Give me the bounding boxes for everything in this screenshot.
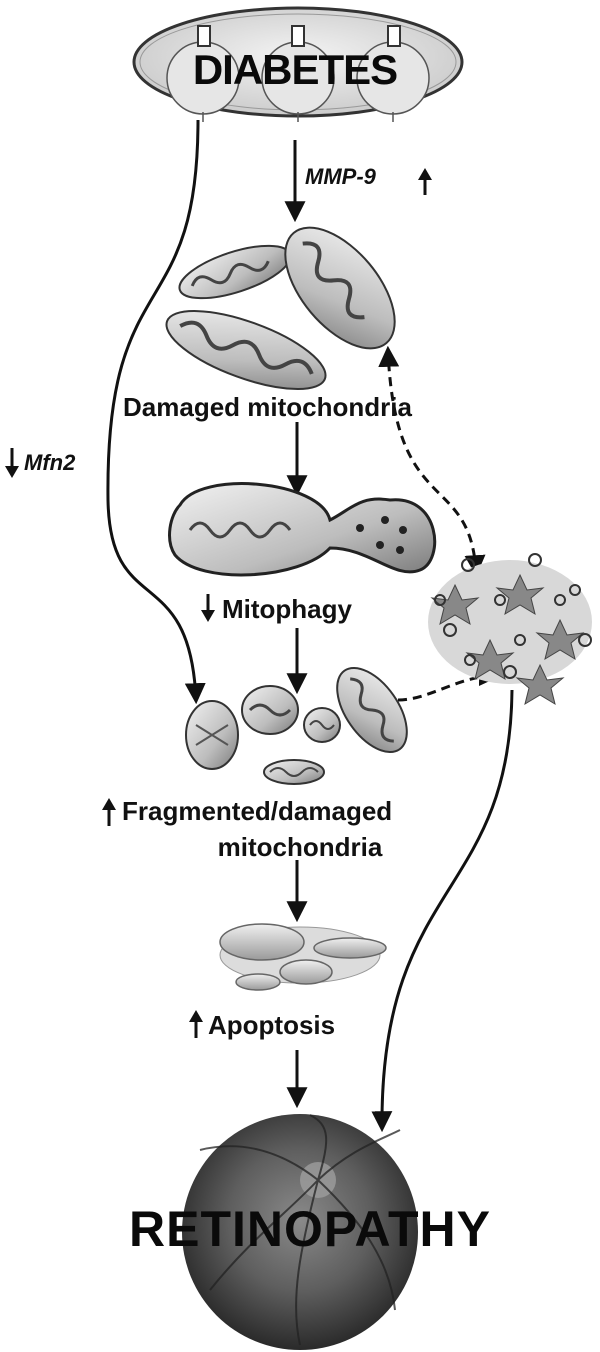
arrow-mfn2-path xyxy=(106,119,206,705)
apoptosis-up-arrow-icon xyxy=(189,1010,203,1038)
retinopathy-title: RETINOPATHY xyxy=(129,1201,491,1257)
mmp9-up-arrow-icon xyxy=(418,168,432,195)
mfn2-down-arrow-icon xyxy=(5,448,19,478)
dashed-arrow-ros-to-damaged xyxy=(378,345,486,577)
autophagosome-icon xyxy=(168,482,437,577)
arrow-ros-to-retinopathy xyxy=(371,689,514,1133)
diabetes-node xyxy=(132,6,464,122)
fragmented-mitochondria-icon xyxy=(185,666,408,785)
apoptotic-cells-icon xyxy=(219,923,387,991)
mitophagy-label: Mitophagy xyxy=(222,594,352,624)
mfn2-label: Mfn2 xyxy=(24,450,76,475)
mmp9-label: MMP-9 xyxy=(305,164,376,189)
diabetes-title: DIABETES xyxy=(192,46,398,93)
fragmented-label-line2: mitochondria xyxy=(217,832,383,862)
fragmented-label-line1: Fragmented/damaged xyxy=(122,796,393,826)
retina-fundus-icon xyxy=(182,1114,418,1350)
damaged-mitochondria-label: Damaged mitochondria xyxy=(123,392,412,422)
apoptosis-label: Apoptosis xyxy=(208,1010,336,1040)
mitophagy-down-arrow-icon xyxy=(201,594,215,622)
ros-cluster-icon xyxy=(428,553,592,706)
damaged-mitochondria-icon xyxy=(165,226,396,390)
fragmented-up-arrow-icon xyxy=(102,798,116,826)
